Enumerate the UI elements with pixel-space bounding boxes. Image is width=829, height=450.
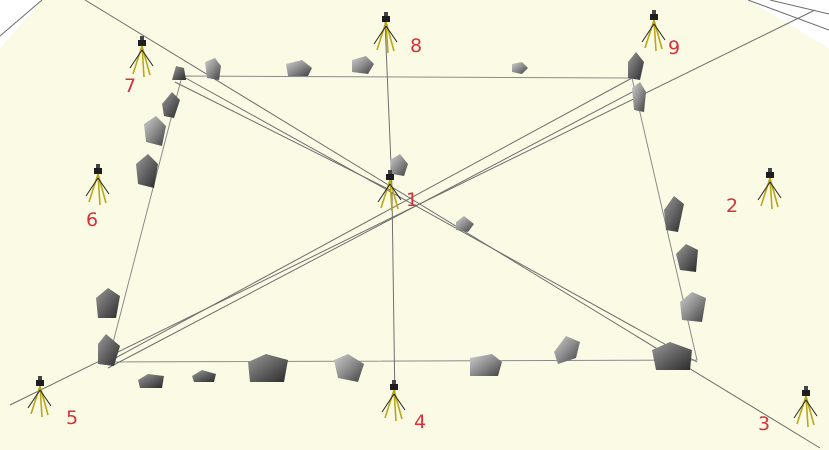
station-label: 9 (668, 37, 680, 59)
station-label: 7 (124, 75, 136, 97)
station-label: 8 (410, 35, 422, 57)
station-label: 4 (414, 411, 426, 433)
station-label: 3 (758, 413, 770, 435)
station-label: 1 (406, 189, 418, 211)
station-label: 5 (66, 407, 78, 429)
station-label: 6 (86, 209, 98, 231)
station-label: 2 (726, 195, 738, 217)
